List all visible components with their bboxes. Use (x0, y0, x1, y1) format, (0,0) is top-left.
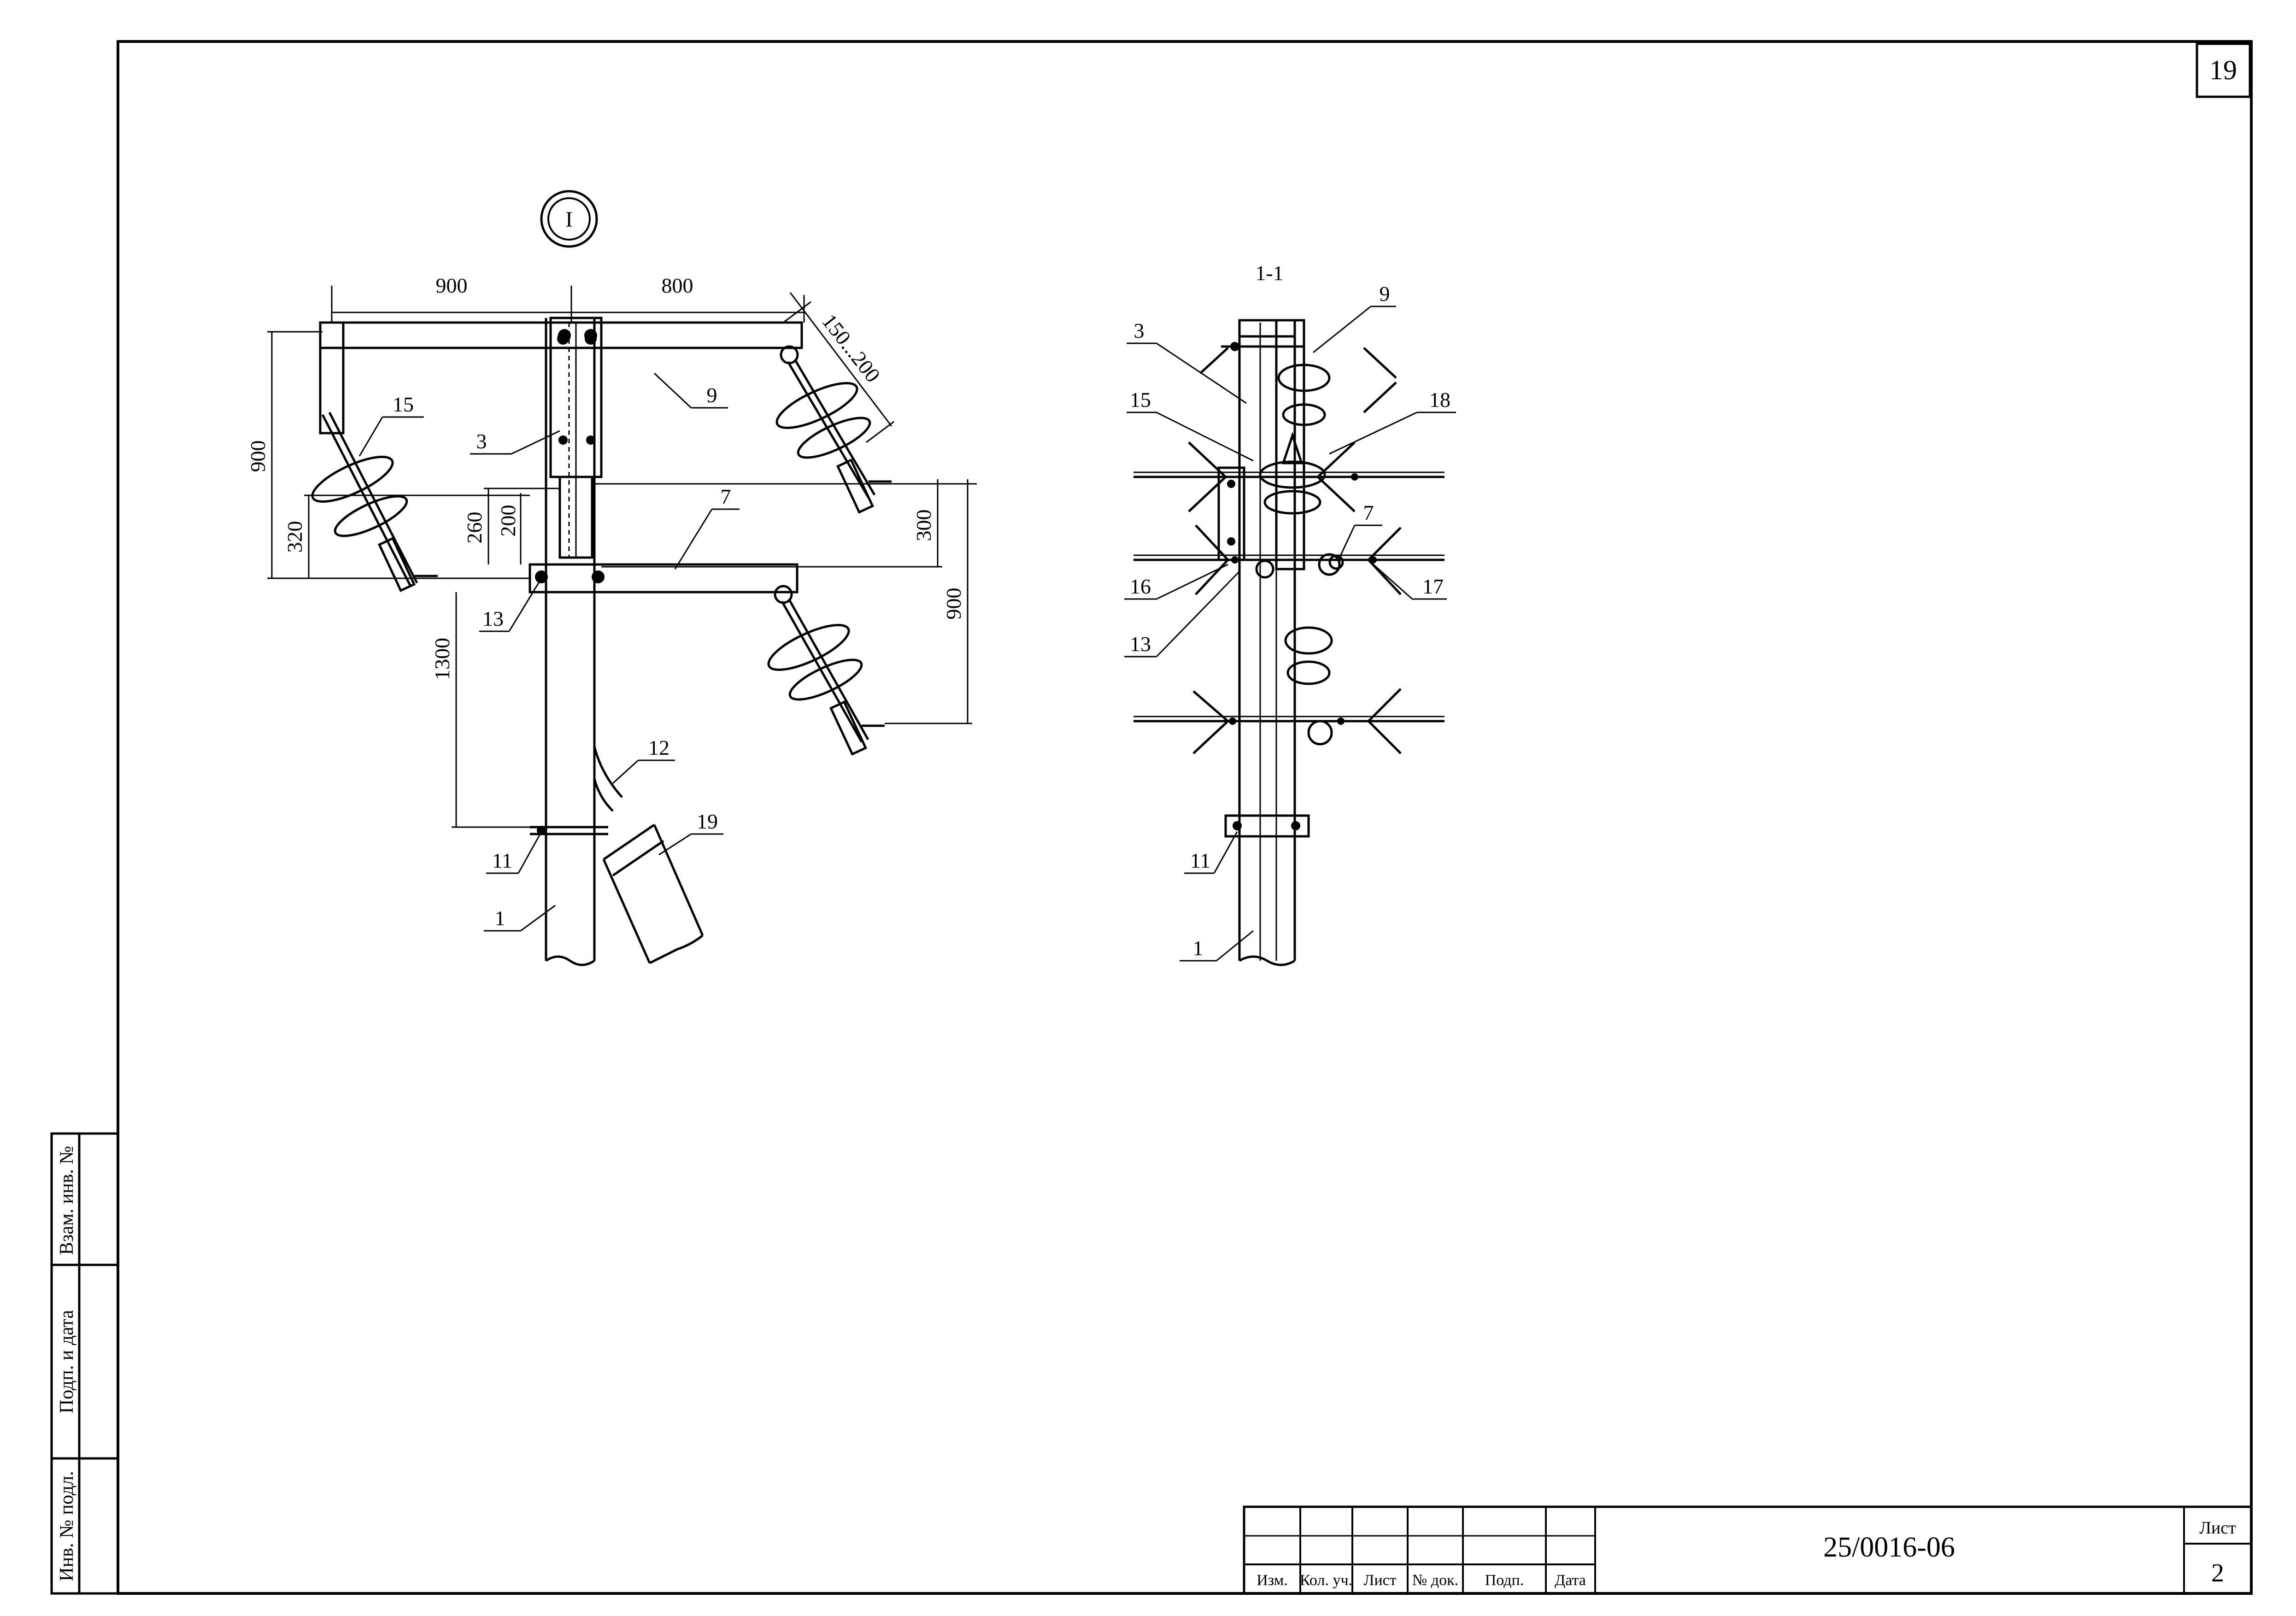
dim-900-right: 900 (942, 588, 965, 620)
section-clamp (1224, 814, 1310, 838)
tb-col-kol-uch: Кол. уч. (1300, 1572, 1352, 1589)
callout-label: I (565, 207, 573, 232)
view-callout: I (540, 190, 598, 248)
tb-col-list: Лист (1363, 1572, 1396, 1589)
stamp-inv-podl: Инв. № подл. (56, 1471, 77, 1581)
dim-260: 260 (463, 512, 486, 544)
front-view: I (246, 190, 977, 966)
front-label-13: 13 (482, 607, 504, 630)
front-label-1: 1 (495, 906, 505, 930)
page-number: 19 (2209, 55, 2237, 85)
sheet-number: 2 (2211, 1559, 2224, 1587)
section-wires (1133, 471, 1445, 723)
tb-col-izm: Изм. (1257, 1572, 1288, 1589)
dim-300: 300 (912, 510, 935, 541)
section-label-15: 15 (1130, 388, 1151, 411)
front-label-9: 9 (707, 383, 717, 407)
dim-900-left: 900 (246, 441, 270, 472)
front-label-3: 3 (476, 429, 487, 453)
stamp-vzam-inv: Взам. инв. № (56, 1146, 77, 1255)
section-view: 1-1 (1124, 261, 1456, 966)
front-label-19: 19 (697, 810, 718, 833)
section-label-3: 3 (1134, 319, 1145, 342)
section-label-16: 16 (1130, 575, 1151, 598)
sheet-frame: 19 (117, 40, 2253, 1595)
front-label-7: 7 (721, 485, 731, 508)
insulator-top-left (311, 411, 438, 592)
front-label-12: 12 (648, 736, 669, 759)
insulator-top-right (775, 345, 892, 514)
front-leaders: 15 9 3 7 13 12 19 11 1 (358, 372, 740, 932)
section-plate (1217, 342, 1304, 561)
section-label-17: 17 (1422, 575, 1444, 598)
dim-200: 200 (496, 505, 520, 537)
section-insulators (1229, 364, 1377, 746)
dim-1300: 1300 (430, 638, 454, 680)
pole (545, 318, 596, 966)
side-stamp: Взам. инв. № Подп. и дата Инв. № подл. (50, 1132, 119, 1595)
section-label-9: 9 (1380, 282, 1390, 306)
sheet-label: Лист (2199, 1518, 2236, 1538)
section-label-7: 7 (1363, 501, 1374, 524)
tb-col-data: Дата (1555, 1572, 1586, 1589)
tb-col-n-dok: № док. (1412, 1572, 1458, 1589)
title-block: Изм. Кол. уч. Лист № док. Подп. Дата 25/… (1243, 1505, 2253, 1595)
dim-150-200: 150...200 (817, 310, 885, 387)
section-title: 1-1 (1255, 261, 1283, 285)
brace (593, 746, 623, 812)
lower-crossarm (528, 563, 799, 594)
front-label-11: 11 (492, 849, 512, 872)
tb-col-podp: Подп. (1485, 1572, 1524, 1589)
section-label-11: 11 (1190, 849, 1210, 872)
section-pole (1238, 319, 1305, 966)
dim-900-top: 900 (436, 274, 468, 297)
section-label-13: 13 (1130, 632, 1151, 656)
insulator-lower-right (767, 585, 885, 756)
section-label-1: 1 (1193, 936, 1204, 960)
section-label-18: 18 (1429, 388, 1450, 411)
front-dimensions: 900 800 150...200 900 320 260 200 300 90… (246, 274, 977, 828)
document-designation: 25/0016-06 (1823, 1532, 1955, 1563)
section-ties (1188, 347, 1402, 754)
strut (602, 823, 704, 964)
front-label-15: 15 (393, 393, 414, 416)
dim-320: 320 (283, 521, 306, 553)
section-leaders: 9 3 15 18 7 16 17 13 11 1 (1124, 282, 1456, 962)
dim-800-top: 800 (662, 274, 693, 297)
stamp-podp-data: Подп. и дата (56, 1310, 77, 1413)
pole-clamp (530, 826, 608, 835)
